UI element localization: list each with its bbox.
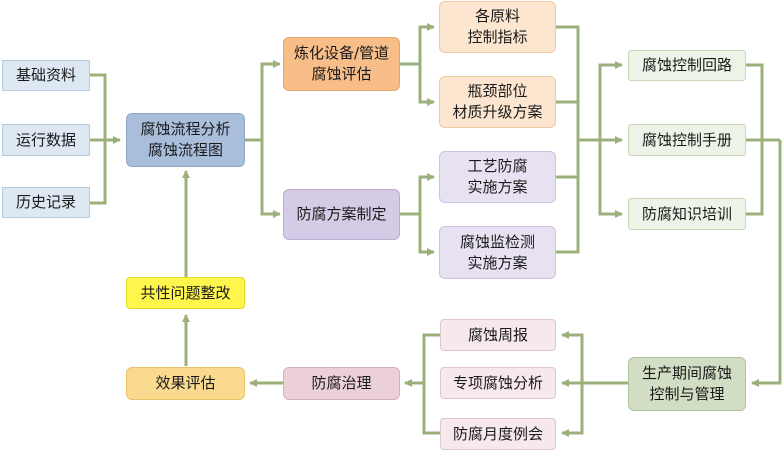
connector-right-merge [556,25,580,254]
connector-to-control-loop [598,61,623,140]
connector-plan-to-lav2 [418,214,435,256]
connector-eval-to-peach2 [418,64,435,106]
node-production-management: 生产期间腐蚀 控制与管理 [628,357,746,411]
connector-eval-to-peach [400,23,435,66]
connector-hub-to-plan [260,140,281,218]
node-raw-material-control: 各原料 控制指标 [439,1,556,53]
node-process-anticorrosion: 工艺防腐 实施方案 [439,151,556,203]
connector-prod-to-monthly [561,383,584,437]
node-control-loop: 腐蚀控制回路 [628,50,746,81]
node-equipment-corrosion-eval: 炼化设备/管道 腐蚀评估 [283,37,400,91]
connector-to-training [598,140,623,218]
node-effect-evaluation: 效果评估 [126,367,245,400]
node-weekly-report: 腐蚀周报 [440,319,556,351]
node-operation-data: 运行数据 [2,124,90,156]
node-common-issue-rectification: 共性问题整改 [126,277,245,309]
connector-prod-to-pink [561,331,628,385]
connector-pink-left-merge [422,333,440,435]
node-control-manual: 腐蚀控制手册 [628,124,746,156]
node-basic-data: 基础资料 [2,60,90,91]
node-monthly-meeting: 防腐月度例会 [440,418,556,450]
node-special-analysis: 专项腐蚀分析 [440,367,556,399]
node-knowledge-training: 防腐知识培训 [628,198,746,230]
node-history-records: 历史记录 [2,187,90,218]
connector-hub-to-eval [245,60,281,142]
node-monitoring-plan: 腐蚀监检测 实施方案 [439,226,556,279]
connector-to-production [751,140,782,387]
node-anticorrosion-plan: 防腐方案制定 [283,189,400,240]
node-bottleneck-upgrade: 瓶颈部位 材质升级方案 [439,76,556,128]
node-anticorrosion-governance: 防腐治理 [283,367,400,400]
connector-plan-to-lav [400,173,435,216]
node-corrosion-flow-analysis: 腐蚀流程分析 腐蚀流程图 [126,113,245,167]
